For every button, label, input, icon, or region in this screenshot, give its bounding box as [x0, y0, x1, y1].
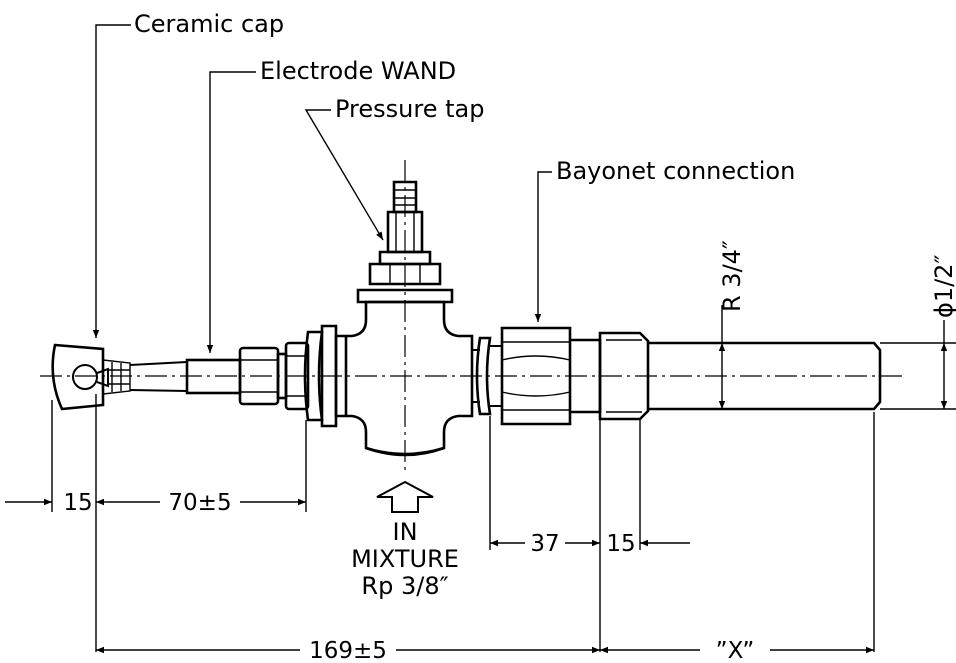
label-mixture: MIXTURE — [351, 545, 459, 573]
label-in: IN — [392, 518, 417, 546]
dim-x: ”X” — [716, 638, 755, 663]
label-r34: R 3/4″ — [718, 240, 746, 312]
pressure-tap-part — [358, 180, 452, 291]
dim-169: 169±5 — [309, 638, 387, 663]
dim-15-right: 15 — [606, 531, 635, 557]
label-phi12: ϕ1/2″ — [930, 255, 956, 318]
dim-70: 70±5 — [168, 490, 231, 516]
label-ceramic-cap: Ceramic cap — [134, 10, 284, 38]
leader-lines — [92, 24, 552, 353]
label-bayonet-connection: Bayonet connection — [556, 157, 795, 185]
inlet-arrow-icon — [376, 480, 434, 513]
label-rp: Rp 3/8″ — [361, 572, 448, 600]
ceramic-cap-part — [51, 343, 131, 411]
callout-labels: Ceramic cap Electrode WAND Pressure tap … — [134, 10, 956, 600]
label-pressure-tap: Pressure tap — [335, 95, 484, 123]
gland-fittings — [238, 324, 348, 428]
dim-15-left: 15 — [63, 490, 92, 516]
bayonet-connection-part — [472, 326, 882, 426]
dimension-values: 15 70±5 37 15 169±5 ”X” — [63, 490, 754, 663]
label-electrode-wand: Electrode WAND — [260, 57, 456, 85]
dim-37: 37 — [530, 531, 559, 557]
centerlines — [40, 160, 905, 470]
cross-body — [346, 288, 474, 457]
dimension-lines — [5, 305, 948, 654]
